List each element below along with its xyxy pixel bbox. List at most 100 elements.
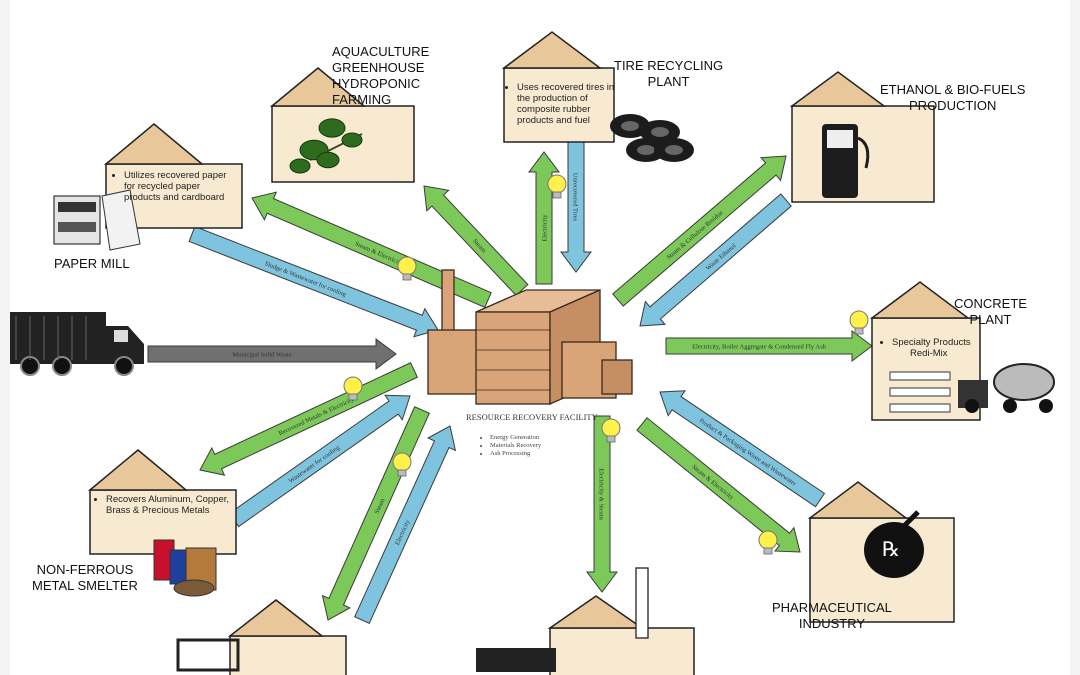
house-bottom-left-roof bbox=[227, 599, 325, 637]
lightbulb-icon-1-base bbox=[552, 191, 562, 199]
house-bottom-left-body bbox=[229, 635, 347, 675]
ethanol-label: ETHANOL & BIO-FUELS PRODUCTION bbox=[880, 82, 1026, 113]
fuel-pump-icon bbox=[822, 124, 870, 198]
cans-icon bbox=[153, 539, 217, 597]
lightbulb-icon-5 bbox=[601, 418, 621, 443]
metal-smelter-note: Recovers Aluminum, Copper, Brass & Preci… bbox=[96, 494, 236, 516]
tires-icon bbox=[610, 114, 694, 162]
flow-arrow-municipal-waste-shape bbox=[147, 338, 397, 370]
flow-arrow-concrete-label: Electricity, Boiler Aggregate & Condense… bbox=[692, 344, 826, 351]
truck-wheel bbox=[52, 356, 72, 376]
flow-arrow-metal-recovered-label: Recovered Metals & Electricity bbox=[278, 396, 356, 438]
house-tire-plant-roof bbox=[501, 31, 603, 69]
plant-icon bbox=[289, 118, 363, 174]
concrete-mixer-icon bbox=[889, 363, 1055, 413]
flow-arrow-tire-unrecovered-label: Unrecovered Tires bbox=[572, 173, 579, 222]
lightbulb-icon-4-base bbox=[397, 469, 407, 477]
flow-arrow-aquaculture-steam: Steam bbox=[423, 185, 529, 297]
concrete-slab bbox=[889, 387, 951, 397]
pump-display bbox=[827, 130, 853, 148]
paper-band bbox=[58, 222, 96, 232]
flow-arrow-pharma-waste-shape bbox=[659, 390, 826, 508]
lightbulb-icon-2-base bbox=[854, 327, 864, 335]
flow-arrow-tire-electricity-label: Electricity bbox=[542, 214, 549, 242]
lightbulb-icon-5-glass bbox=[601, 418, 621, 438]
house-bottom-left bbox=[227, 599, 347, 675]
resource-recovery-building bbox=[427, 269, 633, 405]
flow-arrow-paper-sludge: Sludge & Wastewater for cooling bbox=[188, 225, 439, 338]
concrete-plant-notes: Specialty Products Redi-Mix bbox=[882, 337, 972, 359]
house-metal-smelter bbox=[87, 449, 237, 555]
house-metal-smelter-roof bbox=[87, 449, 189, 491]
pump-hose bbox=[857, 136, 870, 169]
mortar-bowl bbox=[864, 522, 924, 578]
flow-arrow-pharma-steam-label: Steam & Electricity bbox=[690, 464, 735, 502]
diagram-svg: Steam & Electricity Sludge & Wastewater f… bbox=[10, 31, 1055, 675]
metal-smelter-label: NON-FERROUS METAL SMELTER bbox=[32, 562, 138, 593]
tire-hole bbox=[621, 121, 639, 131]
bottom-smokestack bbox=[635, 567, 649, 639]
garbage-truck-icon bbox=[10, 312, 144, 376]
plant-leaf bbox=[341, 132, 363, 148]
tire-plant-label: TIRE RECYCLING PLANT bbox=[614, 58, 724, 89]
tire-hole bbox=[651, 127, 669, 137]
left-wing bbox=[427, 329, 479, 395]
paper-roll bbox=[101, 189, 141, 251]
mixer-wheel bbox=[965, 399, 979, 413]
flow-arrow-paper-sludge-shape bbox=[188, 225, 439, 338]
lightbulb-icon-1-glass bbox=[547, 174, 567, 194]
bottom-industry-icons bbox=[176, 567, 649, 672]
flow-arrow-metal-wastewater-label: Wastewater for cooling bbox=[288, 444, 342, 485]
flow-arrow-municipal-waste-label: Municipal Solid Waste bbox=[232, 352, 291, 359]
house-paper-mill-roof bbox=[103, 123, 205, 165]
flow-arrow-aquaculture-steam-shape bbox=[423, 185, 529, 297]
lightbulb-icon-1 bbox=[547, 174, 567, 199]
flow-arrow-metal-wastewater-shape bbox=[228, 394, 411, 528]
lightbulb-icon-0-base bbox=[402, 273, 412, 281]
resource-recovery-items: Energy Generation Materials Recovery Ash… bbox=[482, 434, 541, 458]
flow-arrow-paper-sludge-label: Sludge & Wastewater for cooling bbox=[264, 260, 348, 298]
paper-band bbox=[58, 202, 96, 212]
lightbulb-icon-6-base bbox=[763, 547, 773, 555]
flow-arrow-tire-unrecovered: Unrecovered Tires bbox=[560, 141, 592, 273]
lightbulb-icon-5-base bbox=[606, 435, 616, 443]
plant-leaf bbox=[318, 118, 346, 138]
flow-arrow-ethanol-steam-shape bbox=[612, 155, 787, 307]
concrete-slab bbox=[889, 403, 951, 413]
house-bottom-center bbox=[547, 595, 695, 675]
lightbulb-icon-0 bbox=[397, 256, 417, 281]
paper-mill-note: Utilizes recovered paper for recycled pa… bbox=[114, 170, 236, 203]
flow-arrow-tire-electricity: Electricity bbox=[528, 151, 560, 285]
house-tire-plant-body bbox=[503, 67, 615, 143]
house-aquaculture-roof bbox=[269, 67, 367, 107]
flow-arrow-municipal-waste: Municipal Solid Waste bbox=[147, 338, 397, 370]
can-fallen bbox=[173, 579, 215, 597]
house-pharmaceutical-roof bbox=[807, 481, 909, 519]
lightbulb-icon-2 bbox=[849, 310, 869, 335]
pharmaceutical-label: PHARMACEUTICAL INDUSTRY bbox=[772, 600, 892, 631]
tire-plant-note: Uses recovered tires in the production o… bbox=[507, 82, 615, 126]
lightbulb-icon-2-glass bbox=[849, 310, 869, 330]
house-pharmaceutical bbox=[807, 481, 955, 623]
concrete-plant-label: CONCRETE PLANT bbox=[954, 296, 1027, 327]
house-bottom-center-body bbox=[549, 627, 695, 675]
flow-arrow-metal-recovered-shape bbox=[199, 362, 419, 476]
flow-arrow-concrete: Electricity, Boiler Aggregate & Condense… bbox=[665, 330, 873, 362]
annex bbox=[601, 359, 633, 395]
lightbulb-icon-0-glass bbox=[397, 256, 417, 276]
paper-mill-label: PAPER MILL bbox=[54, 256, 130, 271]
paper-stack-icon bbox=[53, 189, 141, 251]
lightbulb-icon-4 bbox=[392, 452, 412, 477]
house-ethanol bbox=[789, 71, 935, 203]
icons-layer: ℞ bbox=[10, 114, 1055, 672]
mixer-wheel bbox=[1039, 399, 1053, 413]
flow-arrow-bottom-center-label: Electricity & Steam bbox=[598, 468, 605, 520]
lightbulb-icon-3-base bbox=[348, 393, 358, 401]
rx-symbol: ℞ bbox=[882, 539, 900, 561]
plant-leaf bbox=[316, 151, 340, 169]
diagram-canvas: Steam & Electricity Sludge & Wastewater f… bbox=[10, 0, 1070, 675]
flow-arrow-pharma-steam-shape bbox=[636, 417, 801, 553]
main-block bbox=[475, 311, 551, 405]
truck-wheel bbox=[114, 356, 134, 376]
